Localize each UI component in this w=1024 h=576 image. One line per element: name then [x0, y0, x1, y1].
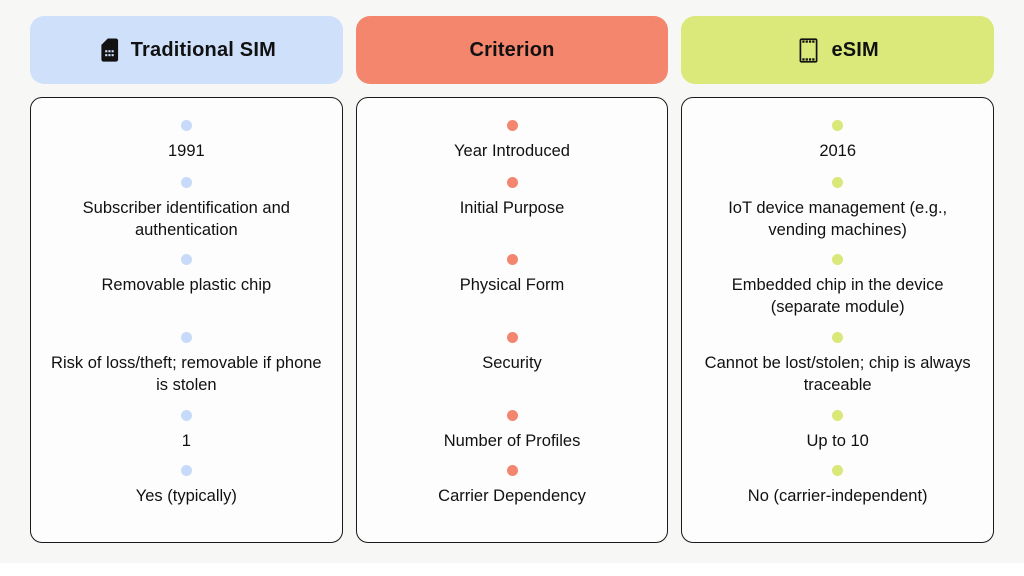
esim-row-security: Cannot be lost/stolen; chip is always tr… [682, 332, 993, 410]
cell-value: IoT device management (e.g., vending mac… [728, 199, 948, 239]
row-dot [506, 465, 518, 476]
traditional-sim-row-carrier: Yes (typically) [31, 465, 342, 542]
row-dot [832, 332, 844, 343]
row-dot [180, 332, 192, 343]
cell-value: Security [482, 354, 542, 372]
column-esim: eSIM 2016 IoT device management (e.g., v… [681, 16, 995, 543]
row-dot [506, 410, 518, 421]
footer-strip [0, 563, 1024, 576]
traditional-sim-header-label: Traditional SIM [130, 38, 276, 61]
row-dot [506, 120, 518, 131]
column-criterion: Criterion Year Introduced Initial Purpos… [355, 16, 669, 543]
row-dot [506, 332, 518, 343]
esim-row-year: 2016 [682, 120, 993, 177]
cell-value: 1 [181, 432, 191, 450]
row-dot [832, 410, 844, 421]
cell-value: Up to 10 [806, 432, 869, 450]
row-dot [180, 465, 192, 476]
traditional-sim-row-profiles: 1 [31, 410, 342, 465]
esim-row-form: Embedded chip in the device (separate mo… [682, 254, 993, 332]
column-traditional-sim: Traditional SIM 1991 Subscriber identifi… [30, 16, 343, 543]
criterion-card: Year Introduced Initial Purpose Physical… [355, 97, 669, 543]
cell-value: Removable plastic chip [101, 276, 272, 294]
cell-value: Cannot be lost/stolen; chip is always tr… [704, 354, 971, 394]
traditional-sim-header: Traditional SIM [30, 16, 343, 84]
criterion-row-carrier: Carrier Dependency [357, 465, 668, 542]
row-dot [832, 465, 844, 476]
esim-header-label: eSIM [831, 38, 879, 61]
row-dot [180, 254, 192, 265]
esim-row-carrier: No (carrier-independent) [682, 465, 993, 542]
criterion-row-profiles: Number of Profiles [357, 410, 668, 465]
cell-value: Number of Profiles [443, 432, 581, 450]
esim-header: eSIM [681, 16, 995, 84]
cell-value: Physical Form [459, 276, 565, 294]
comparison-board: Traditional SIM 1991 Subscriber identifi… [30, 16, 995, 543]
row-dot [832, 120, 844, 131]
criterion-row-year: Year Introduced [357, 120, 668, 177]
cell-value: 1991 [167, 142, 205, 160]
traditional-sim-row-year: 1991 [31, 120, 342, 177]
cell-value: Subscriber identification and authentica… [82, 199, 290, 239]
cell-value: Risk of loss/theft; removable if phone i… [51, 354, 322, 394]
traditional-sim-row-form: Removable plastic chip [31, 254, 342, 332]
row-dot [832, 254, 844, 265]
traditional-sim-row-security: Risk of loss/theft; removable if phone i… [31, 332, 342, 410]
cell-value: 2016 [819, 142, 857, 160]
cell-value: Initial Purpose [459, 199, 565, 217]
traditional-sim-row-purpose: Subscriber identification and authentica… [31, 177, 342, 254]
esim-chip-icon [796, 37, 821, 64]
esim-card: 2016 IoT device management (e.g., vendin… [681, 97, 995, 543]
row-dot [180, 410, 192, 421]
row-dot [506, 254, 518, 265]
cell-value: Year Introduced [454, 142, 570, 160]
row-dot [506, 177, 518, 188]
criterion-row-security: Security [357, 332, 668, 410]
cell-value: No (carrier-independent) [747, 487, 928, 505]
sim-card-icon [97, 37, 121, 63]
cell-value: Embedded chip in the device (separate mo… [731, 276, 944, 316]
row-dot [832, 177, 844, 188]
row-dot [180, 177, 192, 188]
criterion-row-purpose: Initial Purpose [357, 177, 668, 254]
criterion-row-form: Physical Form [357, 254, 668, 332]
cell-value: Carrier Dependency [438, 487, 586, 505]
row-dot [180, 120, 192, 131]
criterion-header-label: Criterion [469, 38, 555, 61]
cell-value: Yes (typically) [135, 487, 237, 505]
esim-row-purpose: IoT device management (e.g., vending mac… [682, 177, 993, 254]
criterion-header: Criterion [355, 16, 669, 84]
traditional-sim-card: 1991 Subscriber identification and authe… [30, 97, 343, 543]
esim-row-profiles: Up to 10 [682, 410, 993, 465]
